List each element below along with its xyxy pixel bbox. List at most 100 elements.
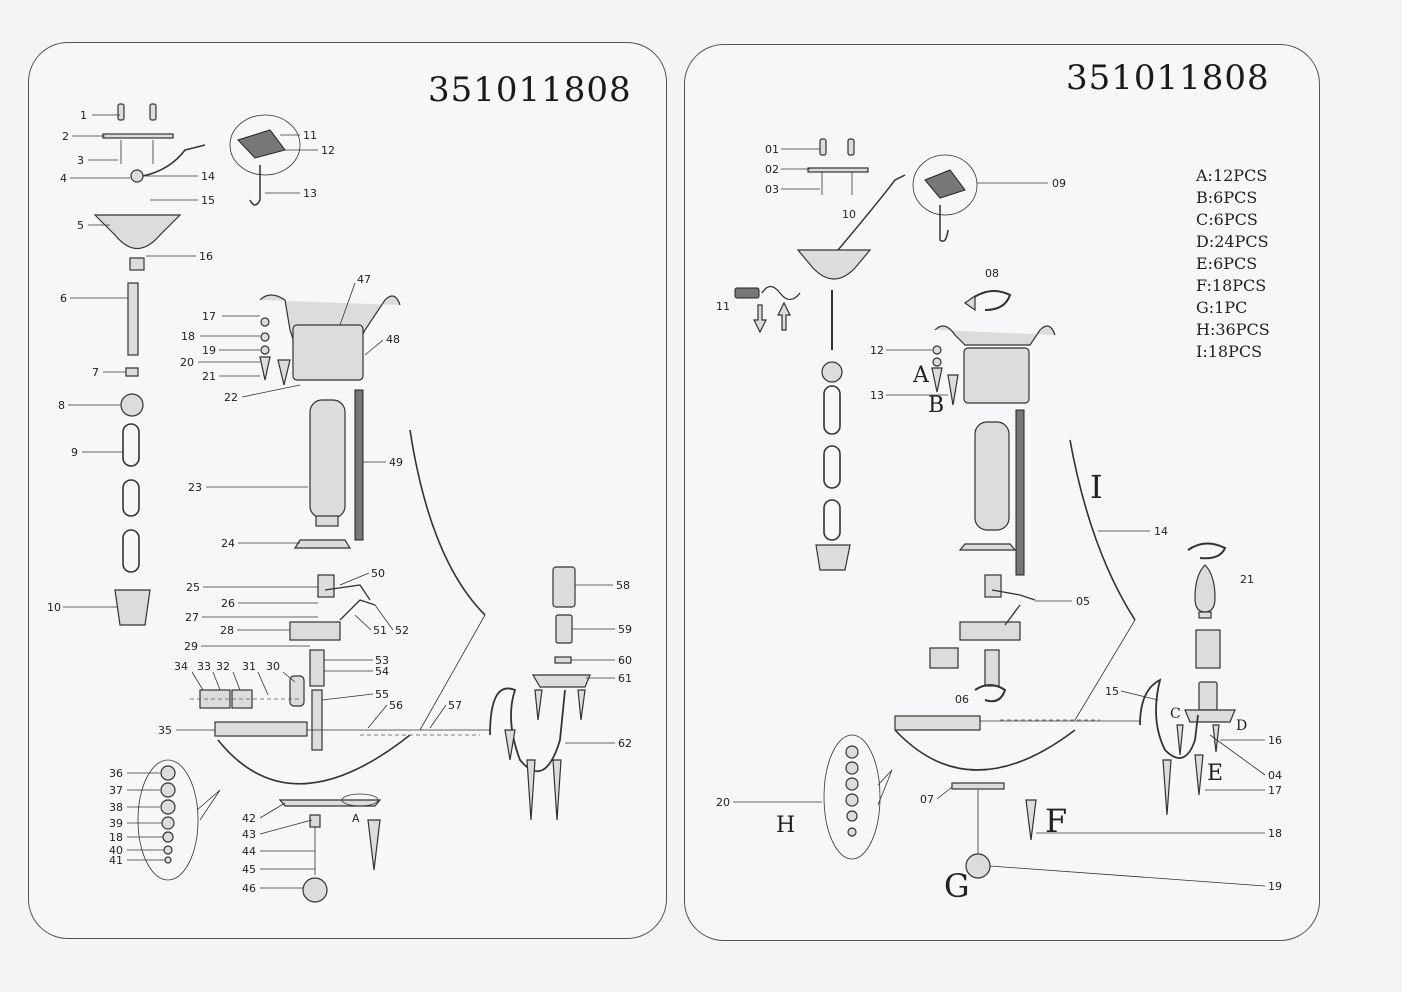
callout-label: 34: [174, 660, 188, 673]
callout-label: 20: [716, 796, 730, 809]
callout-label: 21: [1240, 573, 1254, 586]
callout-label: 29: [184, 640, 198, 653]
callout-label: 19: [1268, 880, 1282, 893]
plate-part: [293, 539, 352, 549]
callout-label: 09: [1052, 177, 1066, 190]
callout-label: 41: [109, 854, 123, 867]
plate-part: [958, 543, 1017, 551]
candle-part: [1195, 629, 1221, 669]
callout-label: 4: [60, 172, 67, 185]
parts-legend: A:12PCS B:6PCS C:6PCS D:24PCS E:6PCS F:1…: [1196, 165, 1270, 363]
loop-part: [821, 361, 843, 383]
callout-label: 31: [242, 660, 256, 673]
drop-part: [260, 345, 270, 355]
cup-part: [531, 674, 591, 688]
drop-part: [577, 689, 586, 721]
bead-part: [162, 831, 174, 843]
callout-label: 8: [58, 399, 65, 412]
legend-item: I:18PCS: [1196, 342, 1263, 361]
callout-label: 55: [375, 688, 389, 701]
drop-part: [260, 317, 270, 327]
callout-label: 30: [266, 660, 280, 673]
cup-part: [1184, 709, 1236, 723]
callout-label: 57: [448, 699, 462, 712]
callout-label: 42: [242, 812, 256, 825]
callout-label: 11: [716, 300, 730, 313]
callout-label: 05: [1076, 595, 1090, 608]
bead-part: [160, 782, 176, 798]
drop-part: [947, 374, 959, 406]
vase-neck-part: [315, 515, 339, 527]
marker-a: A: [352, 812, 360, 825]
callout-label: 10: [47, 601, 61, 614]
bead-part: [163, 845, 173, 855]
garland-chain: [1069, 439, 1136, 621]
callout-label: 38: [109, 801, 123, 814]
drop-part: [259, 356, 271, 381]
legend-item: G:1PC: [1196, 298, 1248, 317]
hook-part: [847, 138, 855, 156]
left-illustration: [93, 103, 591, 903]
hook-part: [819, 138, 827, 156]
nut-part: [125, 367, 139, 377]
bottom-loop-part: [114, 589, 151, 626]
bead-part: [845, 761, 859, 775]
callout-label: 11: [303, 129, 317, 142]
bead-detail-bubble: [823, 734, 881, 860]
callout-label: 15: [1105, 685, 1119, 698]
callout-label: 27: [185, 611, 199, 624]
bottom-loop-part: [815, 544, 851, 571]
callout-label: 02: [765, 163, 779, 176]
ball-part: [302, 877, 328, 903]
callout-label: 15: [201, 194, 215, 207]
drop-part: [552, 759, 562, 821]
callout-label: 51: [373, 624, 387, 637]
right-model-code: 351011808: [1066, 58, 1270, 98]
bulb-socket-part: [555, 614, 573, 644]
callout-label: 18: [181, 330, 195, 343]
ring-part: [130, 169, 144, 183]
vase-part: [974, 421, 1010, 531]
callout-label: 13: [870, 389, 884, 402]
letter-b: B: [928, 393, 944, 418]
callout-label: 48: [386, 333, 400, 346]
arrow-down-icon: [753, 304, 767, 334]
callout-label: 18: [1268, 827, 1282, 840]
callout-label: 08: [985, 267, 999, 280]
callout-label: 21: [202, 370, 216, 383]
callout-label: 35: [158, 724, 172, 737]
wire-detail-circle: [229, 114, 301, 176]
cup-part: [934, 325, 1056, 346]
mounting-plate: [102, 133, 174, 139]
letter-h: H: [776, 813, 795, 838]
garland-chain: [409, 429, 486, 616]
callout-label: 50: [371, 567, 385, 580]
callout-label: 07: [920, 793, 934, 806]
callout-label: 10: [842, 208, 856, 221]
callout-label: 9: [71, 446, 78, 459]
screwdriver-part: [734, 287, 760, 299]
drop-part: [260, 332, 270, 342]
callout-label: 44: [242, 845, 256, 858]
legend-item: C:6PCS: [1196, 210, 1258, 229]
rod-part: [311, 689, 323, 751]
callout-label: 04: [1268, 769, 1282, 782]
drop-part: [1176, 724, 1184, 756]
rotate-arrow-icon: [963, 294, 976, 312]
loop-part: [120, 393, 144, 417]
right-callouts: 01 02 03 09 10 08 11 12 13 14 21 05 06 1…: [716, 143, 1282, 905]
callout-label: 62: [618, 737, 632, 750]
bead-part: [160, 799, 176, 815]
callout-label: 40: [109, 844, 123, 857]
bead-part: [845, 793, 859, 807]
bead-part: [161, 816, 175, 830]
mounting-plate: [807, 167, 869, 173]
callout-label: 26: [221, 597, 235, 610]
callout-label: 23: [188, 481, 202, 494]
callout-label: 19: [202, 344, 216, 357]
ball-part: [965, 853, 991, 879]
drop-part: [504, 729, 516, 761]
drop-part: [1162, 759, 1172, 816]
drop-part: [1212, 724, 1220, 753]
callout-label: 28: [220, 624, 234, 637]
